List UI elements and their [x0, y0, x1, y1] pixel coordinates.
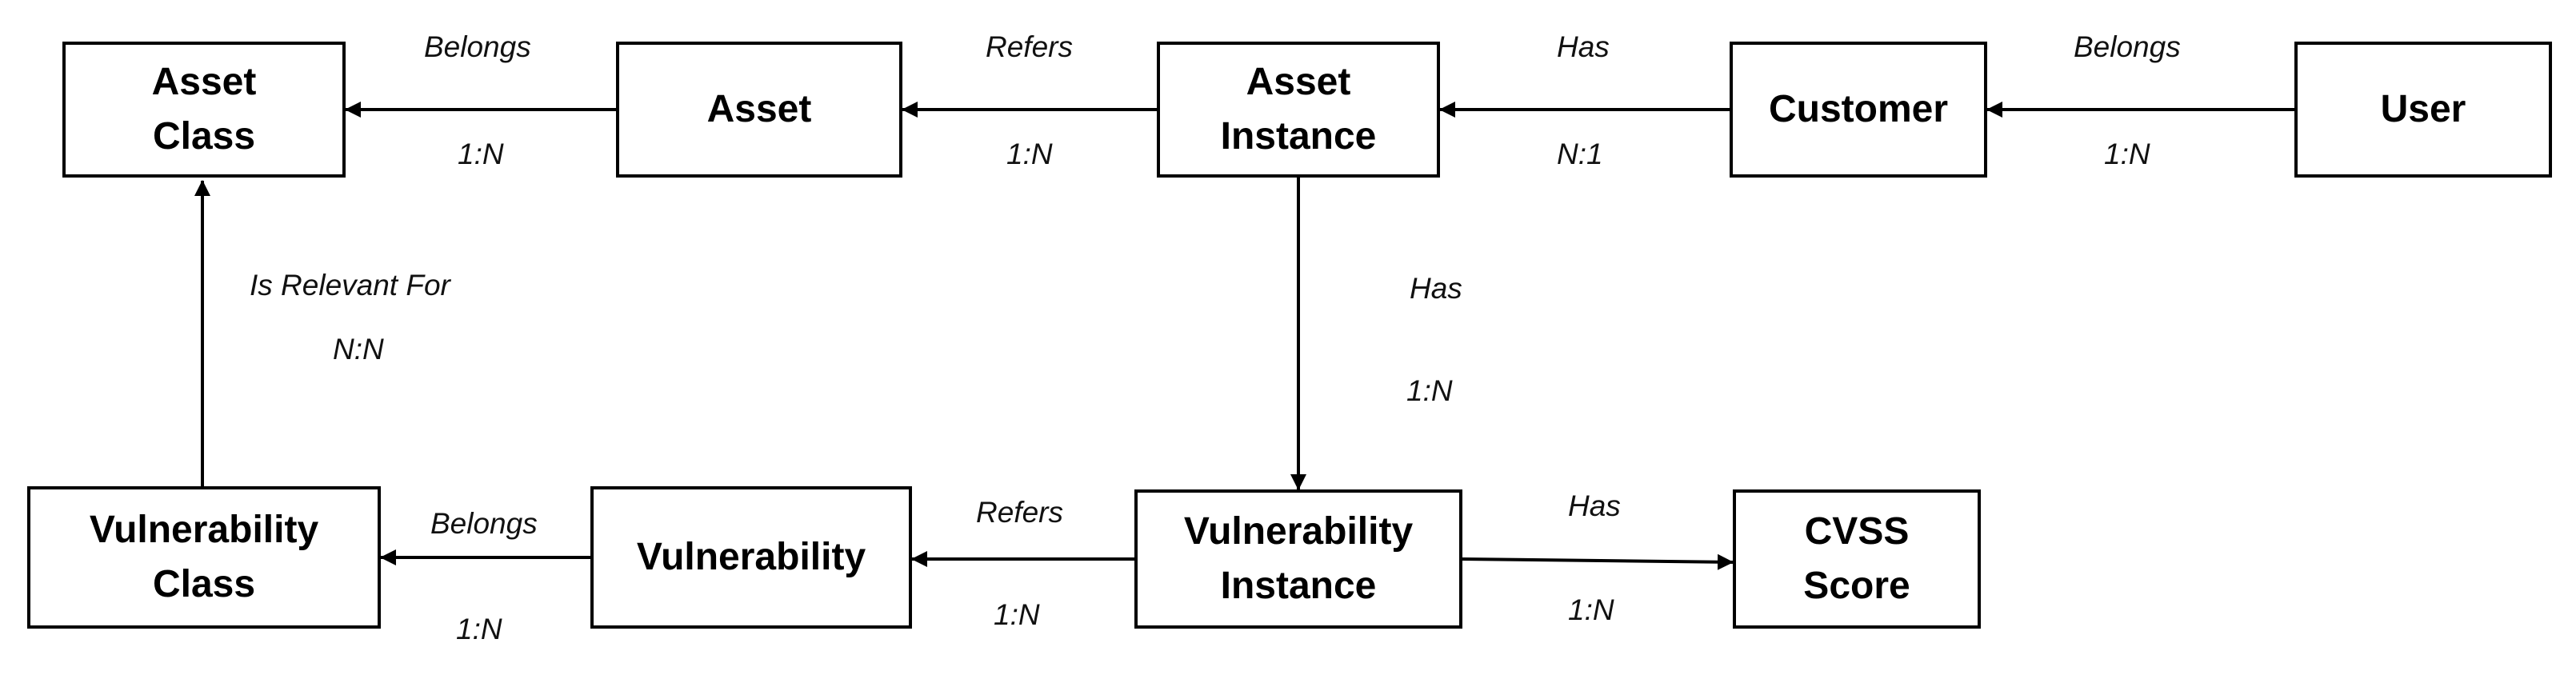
node-asset: Asset — [616, 42, 902, 178]
node-vulnerability-line-1: Vulnerability — [636, 536, 866, 578]
node-asset-instance: Asset Instance — [1157, 42, 1440, 178]
edge-cardinality-asset-instance-has: 1:N — [1406, 374, 1453, 407]
node-cvss-score-line-1: CVSS — [1804, 510, 1910, 553]
edge-label-user-belongs: Belongs — [2074, 30, 2181, 63]
edge-label-vuln-instance-refers: Refers — [976, 496, 1063, 529]
edge-cardinality-customer-has: N:1 — [1557, 138, 1603, 170]
edge-cardinality-vuln-instance-has: 1:N — [1568, 593, 1614, 626]
edge-cardinality-vulnerability-belongs: 1:N — [456, 613, 502, 645]
edge-label-vuln-instance-has: Has — [1568, 489, 1621, 522]
edge-label-customer-has: Has — [1557, 30, 1610, 63]
edge-label-vulnerability-belongs: Belongs — [430, 507, 538, 540]
node-asset-line-1: Asset — [706, 88, 812, 130]
edge-cardinality-asset-instance-refers: 1:N — [1006, 138, 1053, 170]
node-vulnerability: Vulnerability — [590, 486, 912, 629]
node-vulnerability-instance-line-2: Instance — [1220, 565, 1377, 607]
edge-label-asset-belongs: Belongs — [424, 30, 531, 63]
node-user-line-1: User — [2380, 88, 2466, 130]
edge-label-is-relevant-for: Is Relevant For — [250, 269, 450, 302]
edge-cardinality-user-belongs: 1:N — [2104, 138, 2150, 170]
node-cvss-score: CVSS Score — [1733, 489, 1981, 629]
node-vulnerability-instance: Vulnerability Instance — [1134, 489, 1462, 629]
node-vulnerability-class: Vulnerability Class — [27, 486, 381, 629]
node-asset-class-line-1: Asset — [151, 61, 257, 103]
edge-cardinality-is-relevant-for: N:N — [333, 333, 384, 365]
node-customer-line-1: Customer — [1768, 88, 1949, 130]
node-user: User — [2294, 42, 2552, 178]
edge-cardinality-vuln-instance-refers: 1:N — [994, 598, 1040, 631]
node-cvss-score-line-2: Score — [1803, 565, 1910, 607]
node-customer: Customer — [1730, 42, 1987, 178]
node-asset-instance-line-2: Instance — [1220, 115, 1377, 158]
node-vulnerability-instance-line-1: Vulnerability — [1183, 510, 1414, 553]
edge-vuln-instance-to-cvss — [1462, 553, 1734, 570]
edge-cardinality-asset-belongs: 1:N — [458, 138, 504, 170]
node-asset-instance-line-1: Asset — [1246, 61, 1351, 103]
edge-label-asset-instance-refers: Refers — [986, 30, 1073, 63]
node-vulnerability-class-line-2: Class — [152, 563, 256, 605]
node-vulnerability-class-line-1: Vulnerability — [89, 509, 319, 551]
node-asset-class-line-2: Class — [152, 115, 256, 158]
edge-label-asset-instance-has: Has — [1410, 272, 1462, 305]
node-asset-class: Asset Class — [62, 42, 346, 178]
